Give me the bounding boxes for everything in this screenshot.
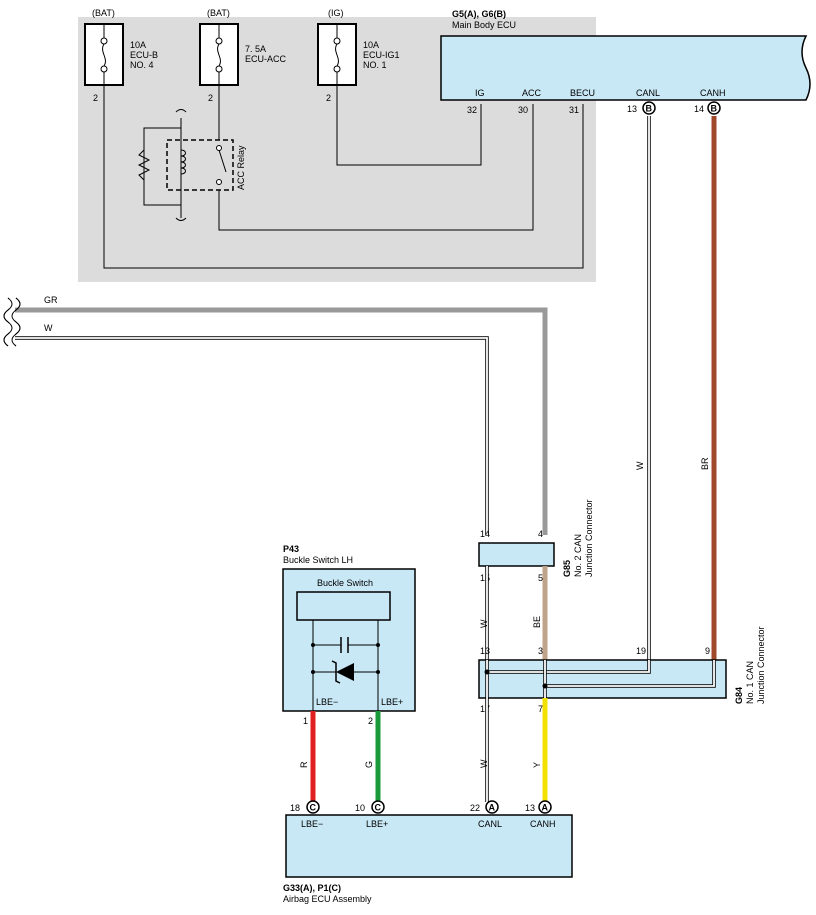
main-body-ecu-pin-14: 14 — [694, 104, 704, 114]
main-body-ecu-term-canl: CANL — [636, 88, 660, 98]
main-body-ecu-pin-32: 32 — [467, 105, 477, 115]
main-body-ecu: G5(A), G6(B) Main Body ECU IG ACC BECU C… — [440, 9, 811, 115]
fuse-ecu-acc-pin: 2 — [208, 93, 213, 103]
g85-g84-wires: W BE — [479, 566, 548, 660]
main-body-ecu-conn-b1: B — [646, 104, 653, 114]
main-body-ecu-pin-13: 13 — [627, 104, 637, 114]
main-body-ecu-conn-b2: B — [711, 104, 718, 114]
acc-relay: ACC Relay — [137, 109, 246, 221]
p43-name: Buckle Switch LH — [283, 555, 353, 565]
g84-pin-13: 13 — [480, 646, 490, 656]
buckle-wires: R G — [299, 711, 381, 802]
g84-pin-9: 9 — [705, 646, 710, 656]
acc-relay-label: ACC Relay — [236, 145, 246, 190]
airbag-ecu-term-canh: CANH — [530, 819, 556, 829]
g84-name2: Junction Connector — [756, 626, 766, 704]
fuse-ecu-ig1-no: NO. 1 — [363, 60, 387, 70]
p43-term-lbe-plus: LBE+ — [381, 697, 403, 707]
wire-label-r: R — [299, 761, 309, 768]
g84-pin-19: 19 — [636, 646, 646, 656]
fuse-ecu-b: (BAT) 10A ECU-B NO. 4 2 — [84, 8, 158, 103]
airbag-ecu-conn-c2: C — [375, 803, 382, 813]
airbag-ecu-term-canl: CANL — [478, 819, 502, 829]
g84-name1: No. 1 CAN — [745, 661, 755, 704]
fuse-ecu-acc: (BAT) 7. 5A ECU-ACC 2 — [199, 8, 287, 103]
g84-airbag-wires: W Y — [479, 698, 548, 802]
airbag-ecu-pin-22: 22 — [470, 803, 480, 813]
g84-code: G84 — [734, 687, 744, 704]
can-main-wires: B B W BR — [635, 101, 721, 660]
wire-label-w-g85: W — [479, 619, 489, 628]
g85-pin-5: 5 — [538, 573, 543, 583]
g85-name2: Junction Connector — [584, 499, 594, 577]
g85-connector: 14 4 15 5 G85 No. 2 CAN Junction Connect… — [478, 499, 594, 583]
airbag-ecu-name: Airbag ECU Assembly — [283, 894, 372, 904]
main-body-ecu-term-becu: BECU — [570, 88, 595, 98]
fuse-ecu-b-no: NO. 4 — [130, 60, 154, 70]
g85-pin-15: 15 — [480, 573, 490, 583]
wire-label-br: BR — [700, 457, 710, 470]
main-body-ecu-term-acc: ACC — [522, 88, 542, 98]
airbag-ecu-pin-10: 10 — [355, 803, 365, 813]
fuse-ecu-acc-rating: 7. 5A — [245, 44, 266, 54]
p43-term-lbe-minus: LBE− — [316, 697, 338, 707]
fuse-ecu-ig1: (IG) 10A ECU-IG1 NO. 1 2 — [317, 8, 400, 103]
airbag-ecu-assembly: 18 10 22 13 C C A A LBE− LBE+ CANL CANH … — [283, 800, 573, 904]
airbag-ecu-pin-18: 18 — [290, 803, 300, 813]
g85-code: G85 — [562, 560, 572, 577]
wire-label-g: G — [364, 761, 374, 768]
p43-pin-2: 2 — [368, 716, 373, 726]
airbag-ecu-conn-a2: A — [542, 803, 549, 813]
fuse-ecu-acc-source: (BAT) — [207, 8, 230, 18]
fuse-ecu-acc-name: ECU-ACC — [245, 54, 287, 64]
main-body-ecu-term-ig: IG — [475, 88, 485, 98]
g85-pin-4: 4 — [538, 529, 543, 539]
wire-label-gr: GR — [44, 295, 58, 305]
p43-code: P43 — [283, 544, 299, 554]
main-body-ecu-pin-31: 31 — [569, 105, 579, 115]
airbag-ecu-term-lbe-plus: LBE+ — [366, 819, 388, 829]
fuse-ecu-b-pin: 2 — [93, 93, 98, 103]
fuse-ecu-b-source: (BAT) — [92, 8, 115, 18]
g85-pin-14: 14 — [480, 529, 490, 539]
wire-label-y: Y — [532, 762, 542, 768]
main-body-ecu-name: Main Body ECU — [452, 20, 516, 30]
g84-pin-3: 3 — [538, 646, 543, 656]
incoming-wires: GR W — [3, 295, 548, 535]
airbag-ecu-conn-a1: A — [489, 803, 496, 813]
fuse-ecu-ig1-source: (IG) — [328, 8, 344, 18]
wire-label-w-left: W — [44, 323, 53, 333]
p43-inner-label: Buckle Switch — [317, 578, 373, 588]
airbag-ecu-code: G33(A), P1(C) — [283, 883, 341, 893]
fuse-ecu-ig1-pin: 2 — [326, 93, 331, 103]
main-body-ecu-code: G5(A), G6(B) — [452, 9, 506, 19]
airbag-ecu-term-lbe-minus: LBE− — [301, 819, 323, 829]
airbag-ecu-pin-13: 13 — [525, 803, 535, 813]
p43-pin-1: 1 — [303, 716, 308, 726]
main-body-ecu-term-canh: CANH — [700, 88, 726, 98]
fuse-ecu-ig1-name: ECU-IG1 — [363, 50, 400, 60]
airbag-ecu-conn-c1: C — [310, 803, 317, 813]
g84-connector: 13 3 19 9 17 7 G84 No. 1 CAN Junction Co… — [478, 626, 766, 714]
g84-pin-7: 7 — [538, 704, 543, 714]
power-wires — [103, 85, 584, 269]
wire-label-w-lower: W — [479, 759, 489, 768]
g84-pin-17: 17 — [480, 704, 490, 714]
g85-name1: No. 2 CAN — [573, 534, 583, 577]
wire-label-be: BE — [532, 616, 542, 628]
buckle-switch-lh: P43 Buckle Switch LH Buckle Switch LBE− … — [282, 544, 416, 726]
main-body-ecu-pin-30: 30 — [518, 105, 528, 115]
wire-label-w-right: W — [635, 461, 645, 470]
fuse-ecu-ig1-rating: 10A — [363, 40, 379, 50]
fuse-ecu-b-rating: 10A — [130, 40, 146, 50]
fuse-ecu-b-name: ECU-B — [130, 50, 158, 60]
